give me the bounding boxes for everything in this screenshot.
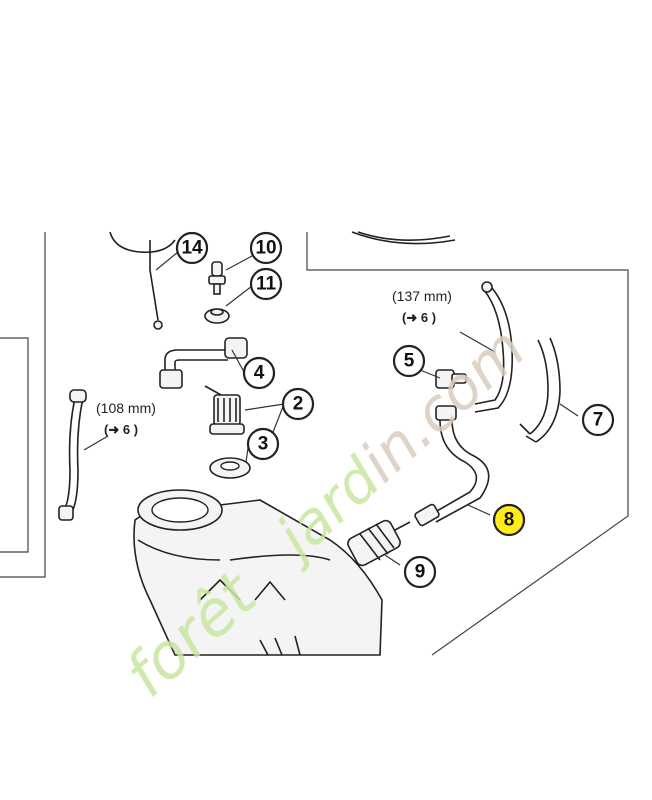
callout-8-highlighted: 8: [492, 503, 526, 537]
part-2-tank-vent: [204, 385, 245, 435]
svg-text:8: 8: [504, 510, 515, 531]
svg-text:(➜ 6 ): (➜ 6 ): [104, 422, 138, 437]
part-4-vent-assembly: [159, 337, 248, 389]
svg-text:(108 mm): (108 mm): [96, 400, 156, 416]
callout-11: 11: [249, 267, 283, 301]
tank-rim-arc: [351, 231, 456, 245]
part-5-fitting: [435, 369, 467, 389]
svg-text:14: 14: [181, 238, 203, 259]
callout-3: 3: [246, 427, 280, 461]
part-11-grommet: [204, 308, 230, 324]
part-3-seal-ring: [209, 457, 251, 479]
svg-text:5: 5: [404, 351, 415, 372]
callout-14: 14: [175, 231, 209, 265]
annotation-137mm: (137 mm) (➜ 6 ): [392, 288, 452, 325]
svg-text:9: 9: [415, 562, 426, 583]
callout-5: 5: [392, 344, 426, 378]
callout-2: 2: [281, 387, 315, 421]
hose-108mm: [58, 389, 87, 521]
part-7-elbow-hose: [519, 337, 561, 443]
part-10-nipple: [208, 261, 226, 295]
fuel-tank: [133, 489, 383, 656]
part-14-cable: [149, 240, 163, 330]
hose-137mm: [474, 281, 514, 413]
part-9-fuel-filter: [347, 519, 411, 567]
svg-text:2: 2: [293, 394, 304, 415]
svg-text:3: 3: [258, 434, 269, 455]
part-8-fuel-hose: [414, 405, 490, 527]
top-ring-arc: [109, 231, 176, 254]
callout-4: 4: [242, 356, 276, 390]
svg-text:10: 10: [255, 238, 276, 259]
callout-7: 7: [581, 403, 615, 437]
callout-10: 10: [249, 231, 283, 265]
svg-text:4: 4: [254, 363, 265, 384]
svg-text:(137 mm): (137 mm): [392, 288, 452, 304]
svg-text:(➜ 6 ): (➜ 6 ): [402, 310, 436, 325]
diagram-frame: [0, 232, 629, 656]
svg-text:11: 11: [256, 274, 277, 295]
svg-text:7: 7: [593, 410, 604, 431]
annotation-108mm: (108 mm) (➜ 6 ): [96, 400, 156, 437]
callout-9: 9: [403, 555, 437, 589]
